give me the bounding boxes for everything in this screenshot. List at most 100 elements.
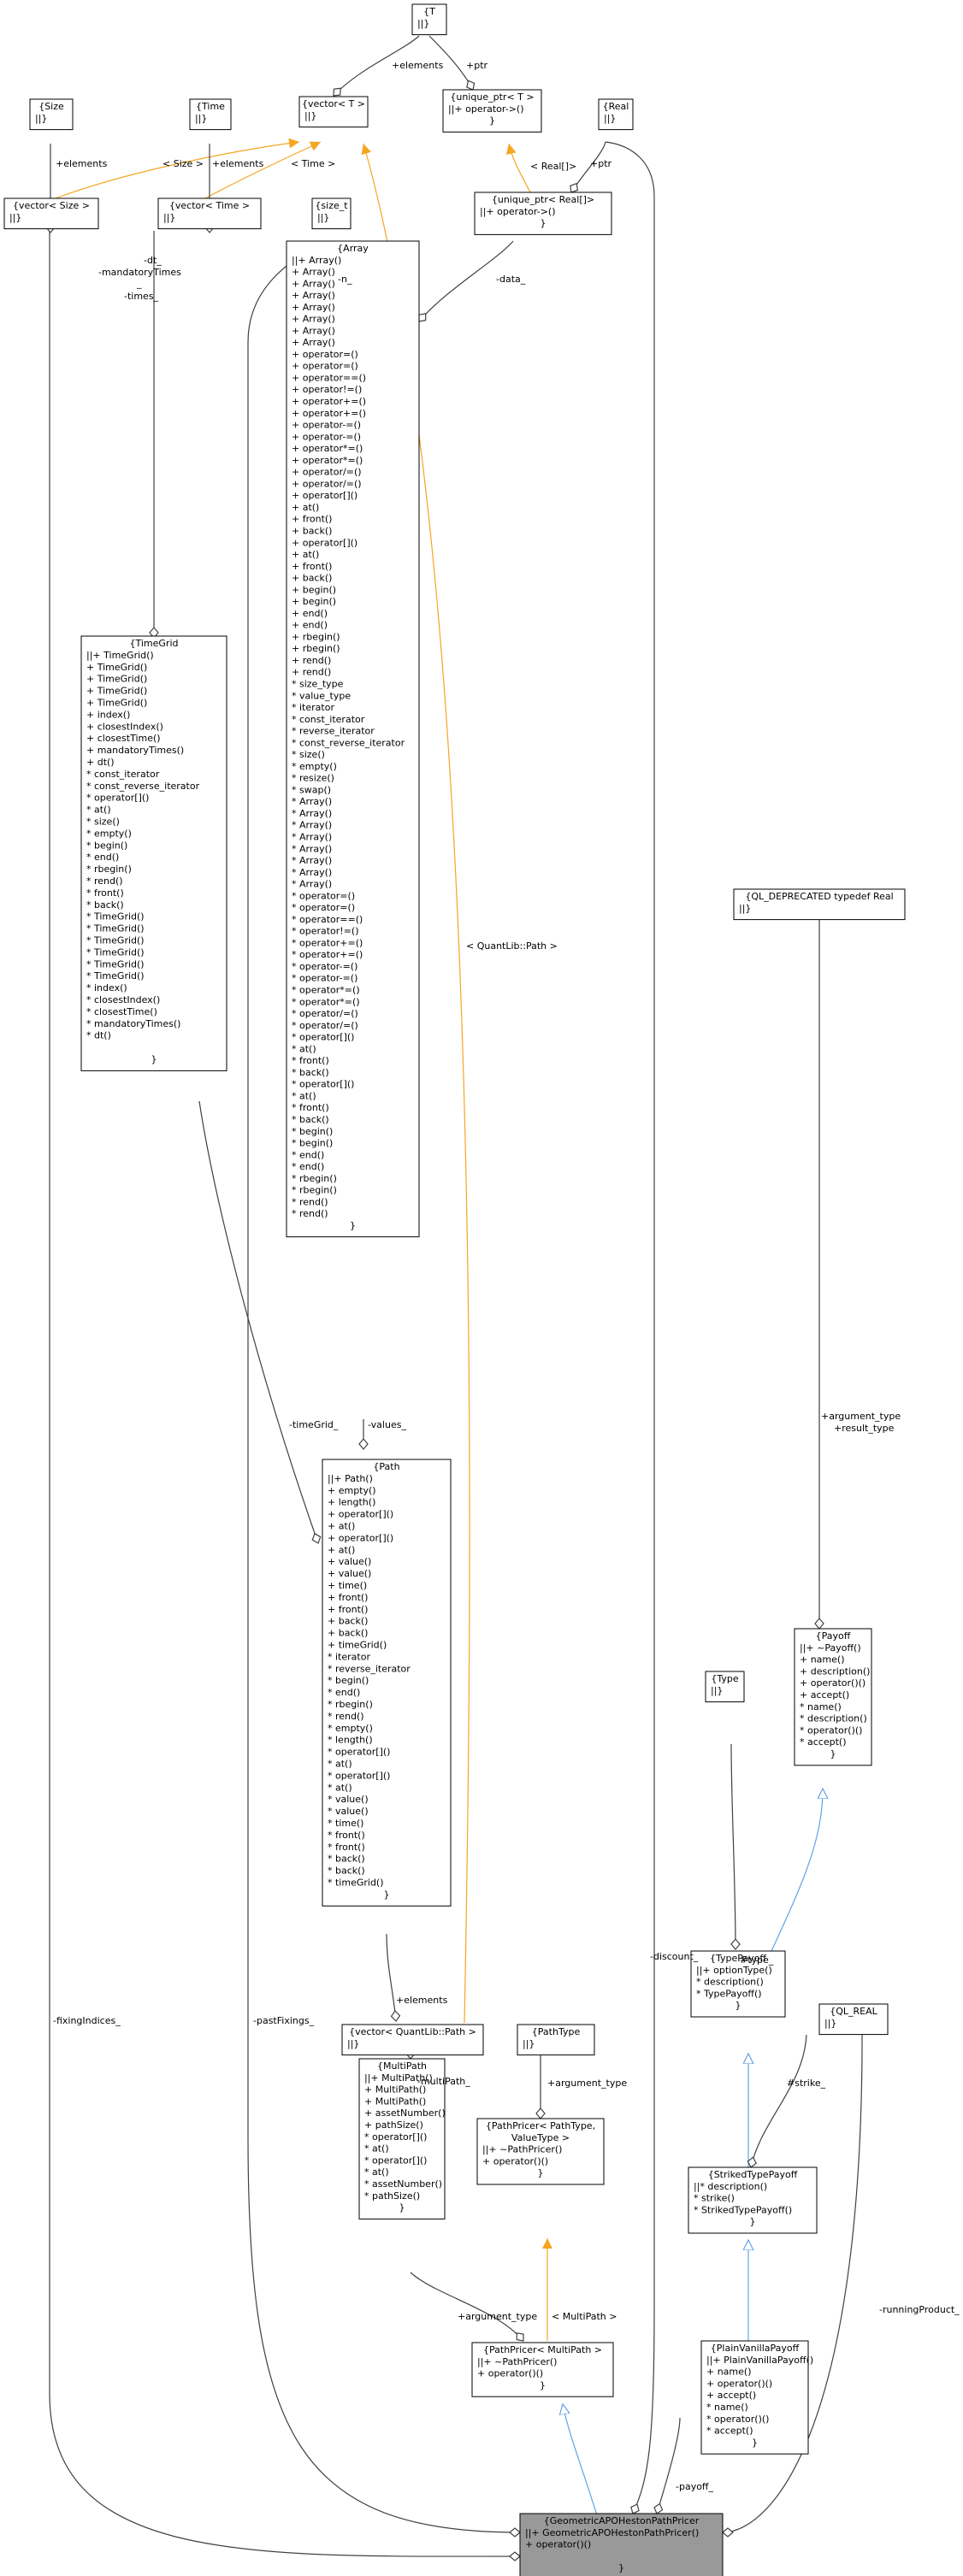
class-node-pathtype[interactable]: {PathType||} [517,2024,595,2056]
class-node-unique_ptrreal[interactable]: {unique_ptr< Real[]>||+ operator->()} [474,192,612,235]
class-node-line: } [750,2216,756,2227]
class-node-line: } [399,2202,405,2213]
class-node-pathpricertmpl[interactable]: {PathPricer< PathType,ValueType >||+ ~Pa… [476,2118,605,2185]
class-node-qldeprecatedreal[interactable]: {QL_DEPRECATED typedef Real||} [733,888,906,921]
class-node-pathpricermp[interactable]: {PathPricer< MultiPath >||+ ~PathPricer(… [471,2342,614,2397]
class-node-vectort[interactable]: {vector< T >||} [298,96,369,128]
class-node-line: * end() [292,1149,324,1160]
class-node-size[interactable]: {Size||} [29,98,74,131]
class-node-line: {vector< T > [302,98,365,109]
class-node-line: {Type [711,1673,738,1684]
class-node-box [411,3,447,36]
class-node-line: * size() [86,816,120,828]
class-node-line: + rend() [292,667,331,678]
class-node-line: + back() [292,573,332,584]
class-node-vectorsize[interactable]: {vector< Size >||} [3,197,99,230]
edge-plainvanilla-to-main [653,2417,681,2514]
class-node-line: * front() [328,1842,365,1853]
edge-label: -payoff_ [676,2481,714,2492]
class-node-line: * Array() [292,867,332,878]
edge-label: -multiPath_ [417,2076,470,2087]
class-node-line: + dt() [86,757,115,768]
class-node-line: + pathSize() [364,2119,423,2131]
edge-label: +result_type [834,1423,895,1434]
class-node-line: ||} [195,113,207,124]
class-node-t[interactable]: {T||} [411,3,447,36]
class-node-line: ||} [417,18,429,29]
class-node-line: * TimeGrid() [86,923,145,934]
class-node-path[interactable]: {Path||+ Path()+ empty()+ length()+ oper… [322,1459,452,1907]
class-node-real[interactable]: {Real||} [598,98,634,131]
class-node-line: * name() [706,2402,748,2413]
class-node-line: + operator+=() [292,396,366,407]
class-node-main[interactable]: {GeometricAPOHestonPathPricer||+ Geometr… [519,2513,724,2576]
class-node-line: } [736,2000,741,2011]
class-node-box [471,2342,614,2397]
class-node-line: * mandatoryTimes() [86,1018,180,1029]
class-node-line: * closestIndex() [86,994,160,1005]
class-node-line: } [384,1889,390,1900]
edge-label: +elements [396,1995,448,2006]
class-node-line: * const_reverse_iterator [292,737,405,748]
class-node-line: + time() [328,1580,367,1591]
class-node-unique_ptrt[interactable]: {unique_ptr< T >||+ operator->()} [442,89,542,133]
class-node-line: * begin() [86,840,127,851]
class-node-line: * Array() [292,808,332,819]
class-node-line: * operator[]() [292,1079,354,1090]
class-node-box [311,197,352,230]
class-node-line: * iterator [328,1651,370,1662]
edge-label: < Size > [162,158,204,169]
class-node-timegrid[interactable]: {TimeGrid||+ TimeGrid()+ TimeGrid()+ Tim… [80,635,227,1071]
edge-t-to-unique-ptr-t [428,35,476,91]
class-node-line: + MultiPath() [364,2084,426,2096]
class-node-line: {TypePayoff [710,1953,766,1964]
class-node-line: ||} [739,903,751,914]
class-node-line: * Array() [292,796,332,807]
edge-label: -times_ [124,291,159,302]
class-node-line: ||} [304,110,316,121]
class-node-line: * description() [800,1713,867,1724]
class-node-line: {Real [603,101,629,112]
class-node-line: + assetNumber() [364,2107,446,2119]
edge-label: #strike_ [787,2078,826,2089]
class-node-line: * operator[]() [364,2131,427,2143]
edge-label: -data_ [496,274,526,285]
class-node-strikedtypepayoff[interactable]: {StrikedTypePayoff||* description()* str… [688,2166,818,2234]
class-node-line: + closestTime() [86,733,161,744]
class-node-line: * accept() [706,2426,753,2437]
class-node-line: * operator!=() [292,926,359,937]
class-node-line: + TimeGrid() [86,698,147,709]
class-node-time[interactable]: {Time||} [189,98,232,131]
edge-label: -mandatoryTimes [98,267,181,278]
class-node-line: + back() [328,1628,368,1639]
class-node-typepayoff[interactable]: {TypePayoff||+ optionType()* description… [690,1950,786,2018]
class-node-multipath[interactable]: {MultiPath||+ MultiPath()+ MultiPath()+ … [358,2058,446,2219]
class-node-line: * StrikedTypePayoff() [694,2204,792,2215]
class-node-vectorpath[interactable]: {vector< QuantLib::Path >||} [341,2024,484,2056]
class-node-line: {unique_ptr< T > [450,91,534,103]
class-node-line: {QL_REAL [830,2006,877,2017]
edge-label: < Time > [291,158,335,169]
class-node-line: * const_iterator [86,769,160,780]
class-node-line: ||+ MultiPath() [364,2072,433,2084]
class-node-line: * at() [328,1759,352,1770]
class-node-line: * at() [86,805,111,816]
class-node-vectortime[interactable]: {vector< Time >||} [157,197,262,230]
class-node-line: + Array() [292,325,335,336]
class-node-plainvanillapayoff[interactable]: {PlainVanillaPayoff||+ PlainVanillaPayof… [700,2340,813,2455]
class-node-line: } [151,1054,157,1065]
class-node-type[interactable]: {Type||} [705,1671,745,1703]
class-node-line: + operator()() [800,1677,866,1689]
class-node-box [286,240,420,1238]
class-node-ql_real[interactable]: {QL_REAL||} [818,2003,889,2036]
class-node-line: * rend() [292,1208,328,1219]
class-node-line: {PathType [532,2026,581,2037]
class-node-line: ||} [347,2038,359,2049]
class-node-size_t[interactable]: {size_t||} [311,197,352,230]
class-node-line: {QL_DEPRECATED typedef Real [745,891,893,902]
class-node-line: ValueType > [511,2132,570,2143]
class-node-array[interactable]: {Array||+ Array()+ Array()+ Array()+ Arr… [286,240,420,1238]
class-node-payoff[interactable]: {Payoff||+ ~Payoff()+ name()+ descriptio… [794,1628,872,1766]
edge-label: -pastFixings_ [253,2015,315,2026]
class-node-line: ||+ ~PathPricer() [482,2144,562,2155]
